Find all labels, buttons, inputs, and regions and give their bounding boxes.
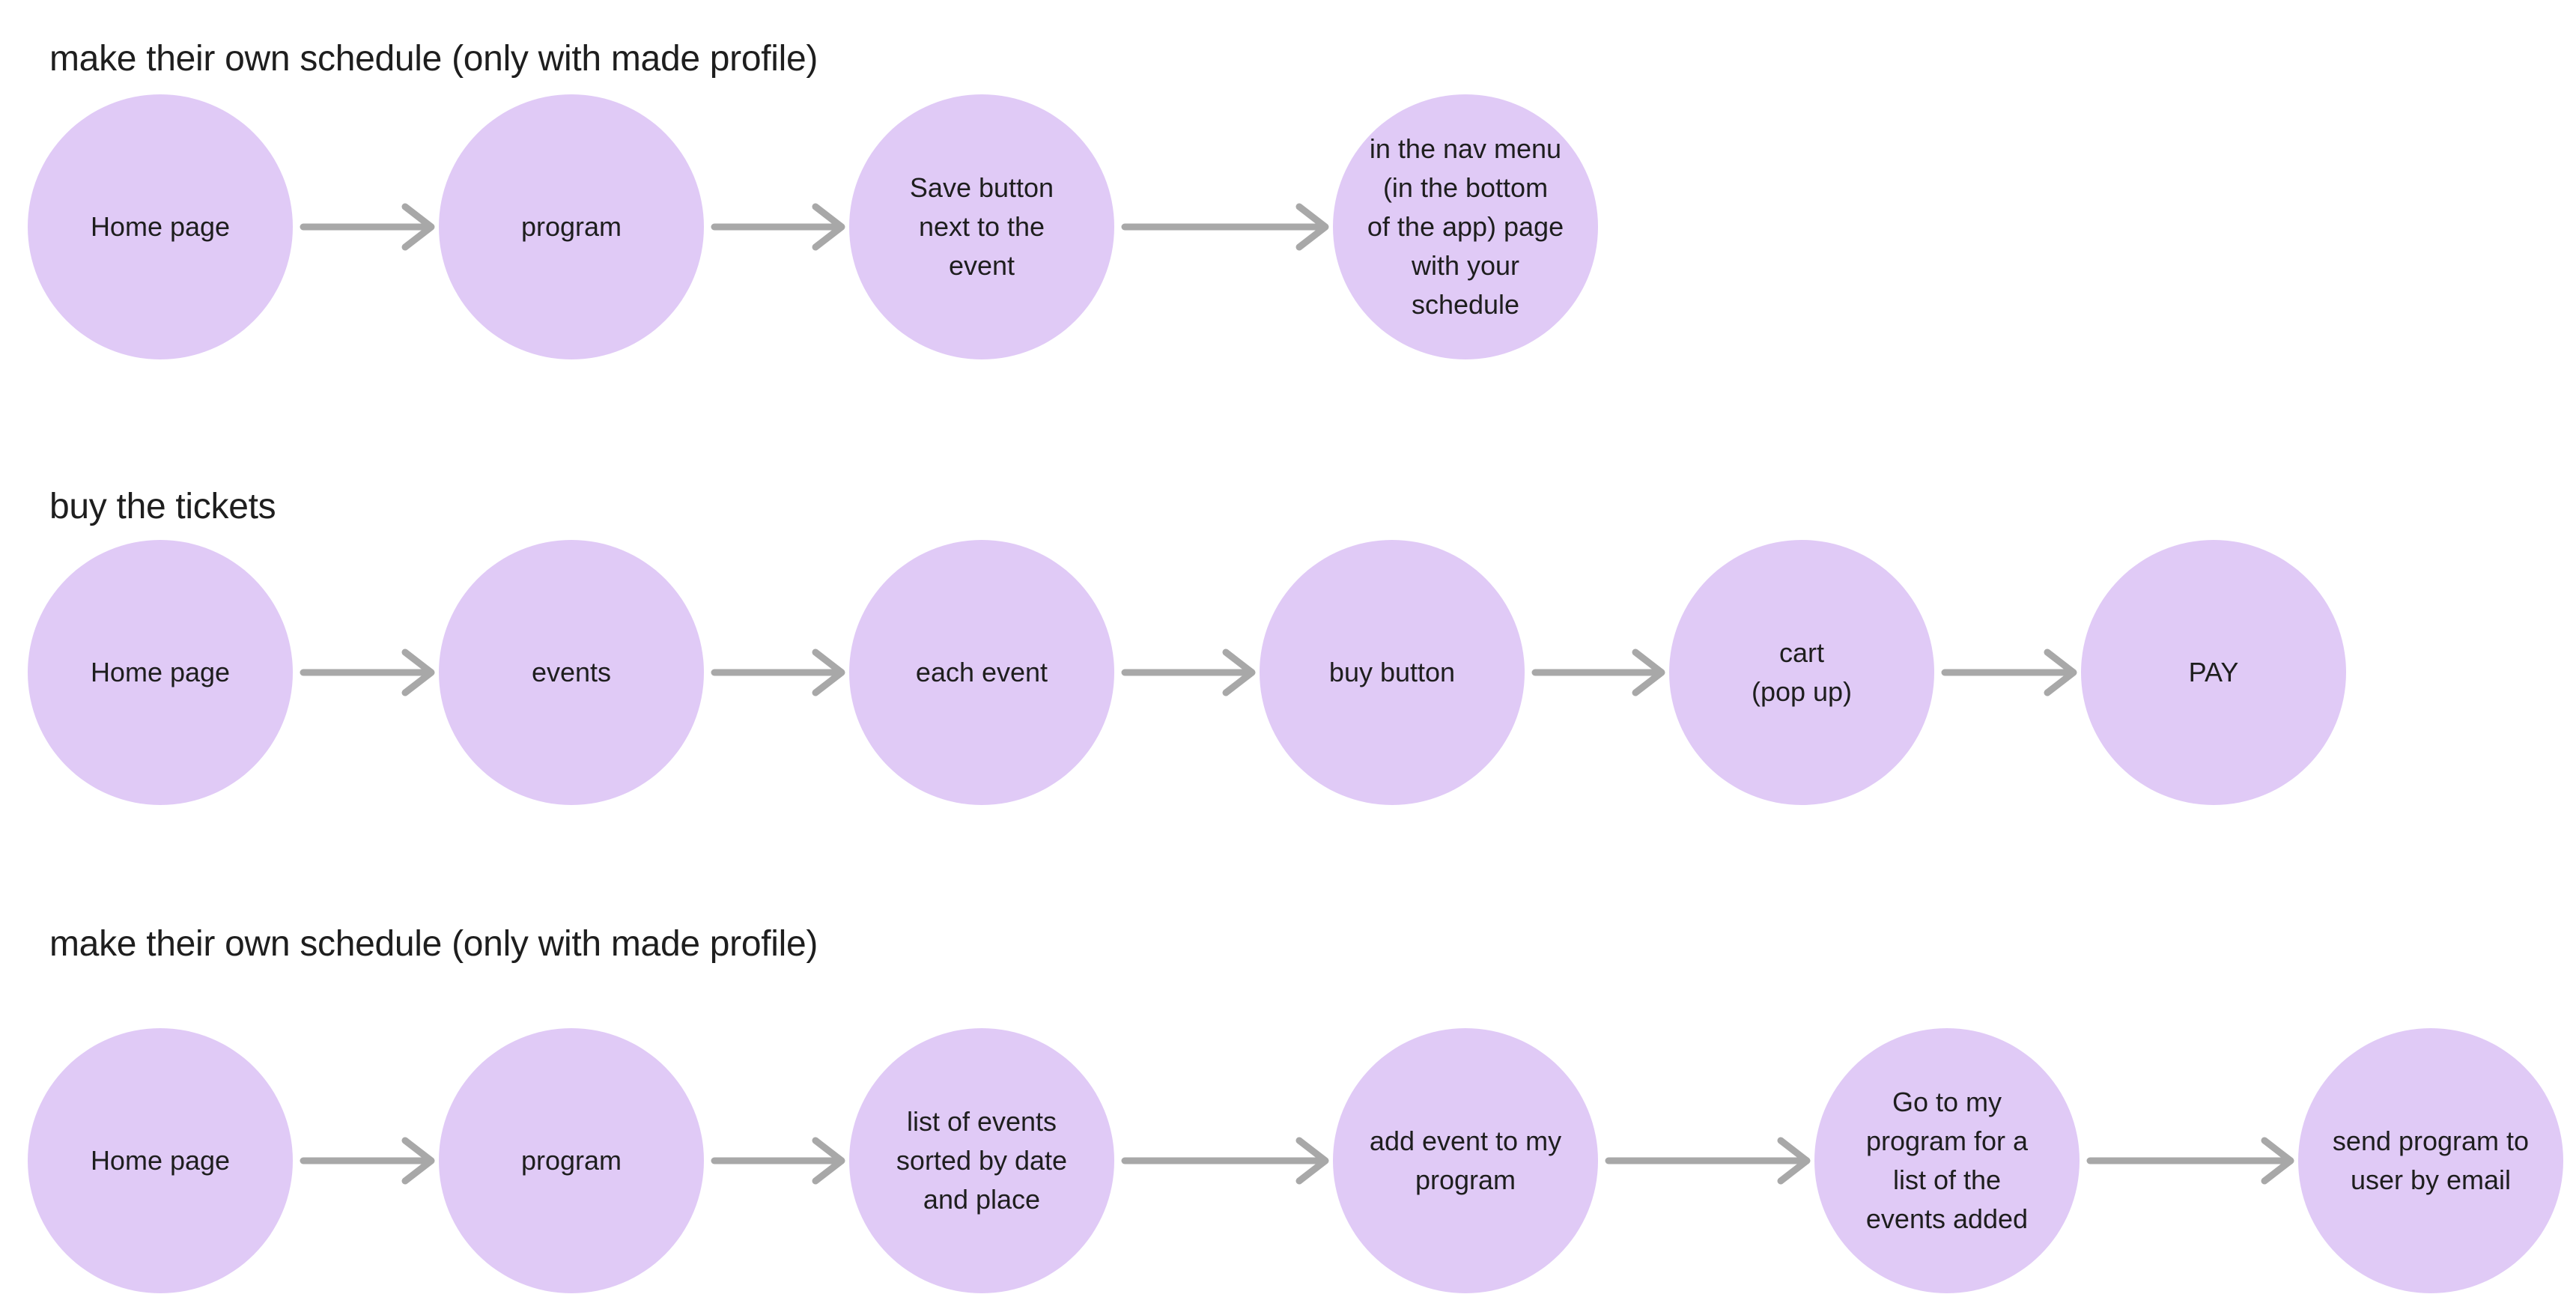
- arrowhead-icon: [1295, 203, 1329, 251]
- flow-node[interactable]: Go to my program for a list of the event…: [1814, 1028, 2080, 1293]
- flow-node-label: list of events sorted by date and place: [896, 1106, 1068, 1215]
- flow-title[interactable]: buy the tickets: [49, 487, 276, 526]
- arrowhead-icon: [2044, 649, 2077, 696]
- flow-title[interactable]: make their own schedule (only with made …: [49, 924, 818, 964]
- flow-node-label: send program to user by email: [2332, 1126, 2530, 1195]
- flow-node[interactable]: Home page: [28, 1028, 293, 1293]
- flow-node[interactable]: Home page: [28, 540, 293, 805]
- flow-node[interactable]: Home page: [28, 94, 293, 359]
- flow-node-label: program: [520, 211, 622, 242]
- arrowhead-icon: [1222, 649, 1256, 696]
- arrowhead-icon: [1632, 649, 1665, 696]
- flow-node-label: buy button: [1328, 657, 1456, 687]
- flow-arrow[interactable]: [1531, 649, 1665, 696]
- flow-node-label: Home page: [90, 1145, 231, 1176]
- arrowhead-icon: [812, 649, 845, 696]
- arrowhead-icon: [812, 1137, 845, 1185]
- flow-arrow[interactable]: [1121, 203, 1329, 251]
- flow-arrow[interactable]: [300, 1137, 435, 1185]
- flow-node-label: add event to my program: [1369, 1126, 1562, 1195]
- flow-node-label: Save button next to the event: [909, 172, 1054, 281]
- flow-node[interactable]: add event to my program: [1333, 1028, 1598, 1293]
- flow-node[interactable]: list of events sorted by date and place: [849, 1028, 1114, 1293]
- flow-node[interactable]: cart (pop up): [1669, 540, 1934, 805]
- flow-node[interactable]: program: [439, 94, 704, 359]
- flow-node[interactable]: Save button next to the event: [849, 94, 1114, 359]
- flow-arrow[interactable]: [1121, 649, 1256, 696]
- flow-node[interactable]: each event: [849, 540, 1114, 805]
- flow-node[interactable]: events: [439, 540, 704, 805]
- flow-node[interactable]: send program to user by email: [2298, 1028, 2563, 1293]
- flow-arrow[interactable]: [1605, 1137, 1811, 1185]
- flow-arrow[interactable]: [1121, 1137, 1329, 1185]
- flow-node[interactable]: buy button: [1260, 540, 1525, 805]
- flow-arrow[interactable]: [711, 1137, 845, 1185]
- flow-node-label: each event: [915, 657, 1048, 687]
- arrowhead-icon: [401, 203, 435, 251]
- flow-node-label: Home page: [90, 211, 231, 242]
- flow-node[interactable]: PAY: [2081, 540, 2346, 805]
- arrowhead-icon: [1777, 1137, 1811, 1185]
- arrowhead-icon: [2261, 1137, 2294, 1185]
- arrowhead-icon: [812, 203, 845, 251]
- flow-node[interactable]: in the nav menu (in the bottom of the ap…: [1333, 94, 1598, 359]
- flow-node-label: Go to my program for a list of the event…: [1865, 1087, 2029, 1234]
- flow-node-label: Home page: [90, 657, 231, 687]
- arrowhead-icon: [1295, 1137, 1329, 1185]
- flow-arrow[interactable]: [300, 203, 435, 251]
- flow-node-label: PAY: [2188, 657, 2239, 687]
- flow-arrow[interactable]: [1941, 649, 2077, 696]
- flow-node-label: cart (pop up): [1751, 637, 1853, 707]
- flow-arrow[interactable]: [2086, 1137, 2294, 1185]
- arrowhead-icon: [401, 1137, 435, 1185]
- flow-node-label: program: [520, 1145, 622, 1176]
- flow-node-label: in the nav menu (in the bottom of the ap…: [1367, 133, 1564, 320]
- flow-node-label: events: [531, 657, 612, 687]
- flow-arrow[interactable]: [711, 649, 845, 696]
- flow-title[interactable]: make their own schedule (only with made …: [49, 39, 818, 79]
- flow-arrow[interactable]: [300, 649, 435, 696]
- arrowhead-icon: [401, 649, 435, 696]
- flow-node[interactable]: program: [439, 1028, 704, 1293]
- flow-arrow[interactable]: [711, 203, 845, 251]
